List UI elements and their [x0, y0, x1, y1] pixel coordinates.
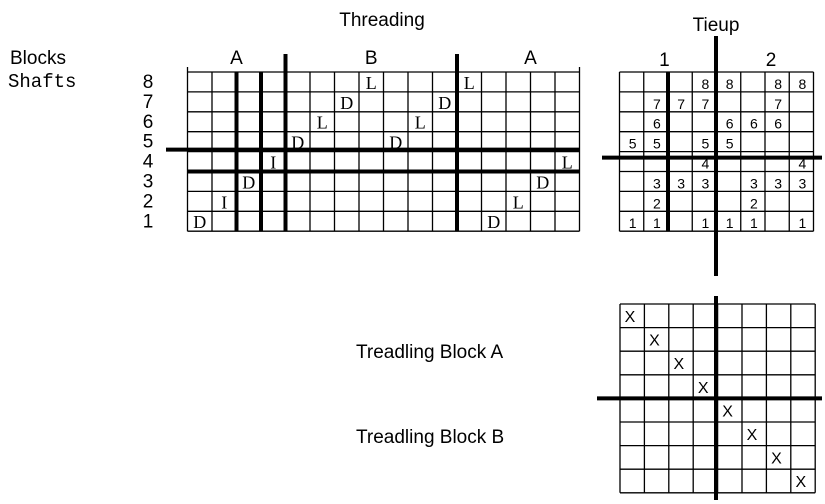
tieup-block-label: 2 [766, 50, 777, 71]
threading-grid [166, 54, 581, 232]
threading-mark: L [366, 73, 377, 93]
tieup-mark: 1 [726, 215, 734, 231]
threading-mark: I [270, 153, 276, 173]
tieup-mark: 7 [653, 96, 661, 112]
threading-mark: D [389, 133, 402, 153]
shaft-number: 4 [143, 152, 154, 173]
treadling-mark: X [625, 309, 636, 326]
threading-mark: D [193, 212, 206, 232]
threading-block-label: A [230, 48, 243, 69]
shaft-number: 8 [143, 72, 154, 93]
treadling-block-a-label: Treadling Block A [356, 342, 503, 363]
tieup-mark: 1 [798, 215, 806, 231]
treadling-mark: X [722, 403, 733, 420]
threading-mark: D [340, 93, 353, 113]
treadling-mark: X [673, 356, 684, 373]
tieup-mark: 2 [653, 195, 661, 211]
tieup-mark: 7 [701, 96, 709, 112]
tieup-grid [602, 36, 822, 276]
threading-mark: D [242, 172, 255, 192]
threading-mark: L [464, 73, 475, 93]
threading-mark: D [536, 172, 549, 192]
tieup-mark: 7 [677, 96, 685, 112]
shafts-label: Shafts [8, 71, 76, 93]
tieup-mark: 3 [677, 175, 685, 191]
tieup-mark: 1 [653, 215, 661, 231]
tieup-mark: 5 [653, 136, 661, 152]
tieup-mark: 7 [774, 96, 782, 112]
threading-mark: D [291, 133, 304, 153]
threading-block-label: B [365, 48, 378, 69]
shaft-number: 7 [143, 92, 154, 113]
tieup-mark: 3 [653, 175, 661, 191]
tieup-mark: 6 [726, 116, 734, 132]
threading-mark: L [562, 153, 573, 173]
tieup-mark: 3 [701, 175, 709, 191]
tieup-title: Tieup [693, 15, 740, 36]
threading-block-label: A [524, 48, 537, 69]
treadling-grid [597, 296, 822, 500]
tieup-mark: 8 [701, 76, 709, 92]
tieup-mark: 6 [750, 116, 758, 132]
tieup-mark: 8 [726, 76, 734, 92]
tieup-mark: 8 [774, 76, 782, 92]
shaft-number: 3 [143, 172, 154, 193]
tieup-mark: 4 [798, 156, 806, 172]
threading-mark: L [317, 113, 328, 133]
threading-title: Threading [339, 10, 425, 31]
shaft-number: 2 [143, 191, 154, 212]
tieup-mark: 6 [653, 116, 661, 132]
treadling-block-b-label: Treadling Block B [356, 427, 504, 448]
tieup-mark: 1 [701, 215, 709, 231]
tieup-mark: 6 [774, 116, 782, 132]
treadling-mark: X [649, 333, 660, 350]
tieup-mark: 3 [798, 175, 806, 191]
tieup-mark: 5 [701, 136, 709, 152]
threading-mark: I [221, 192, 227, 212]
threading-mark: L [415, 113, 426, 133]
treadling-mark: X [771, 451, 782, 468]
tieup-mark: 1 [750, 215, 758, 231]
blocks-label: Blocks [10, 48, 66, 69]
tieup-mark: 3 [750, 175, 758, 191]
treadling-mark: X [795, 474, 806, 491]
threading-mark: D [487, 212, 500, 232]
tieup-mark: 5 [629, 136, 637, 152]
shaft-number: 6 [143, 112, 154, 133]
tieup-mark: 8 [798, 76, 806, 92]
tieup-mark: 5 [726, 136, 734, 152]
tieup-mark: 1 [629, 215, 637, 231]
treadling-mark: X [698, 380, 709, 397]
threading-mark: D [438, 93, 451, 113]
tieup-mark: 2 [750, 195, 758, 211]
treadling-mark: X [747, 427, 758, 444]
tieup-mark: 3 [774, 175, 782, 191]
shaft-number: 5 [143, 132, 154, 153]
threading-mark: L [513, 192, 524, 212]
tieup-block-label: 1 [659, 50, 670, 71]
tieup-mark: 4 [701, 156, 709, 172]
shaft-number: 1 [143, 211, 154, 232]
